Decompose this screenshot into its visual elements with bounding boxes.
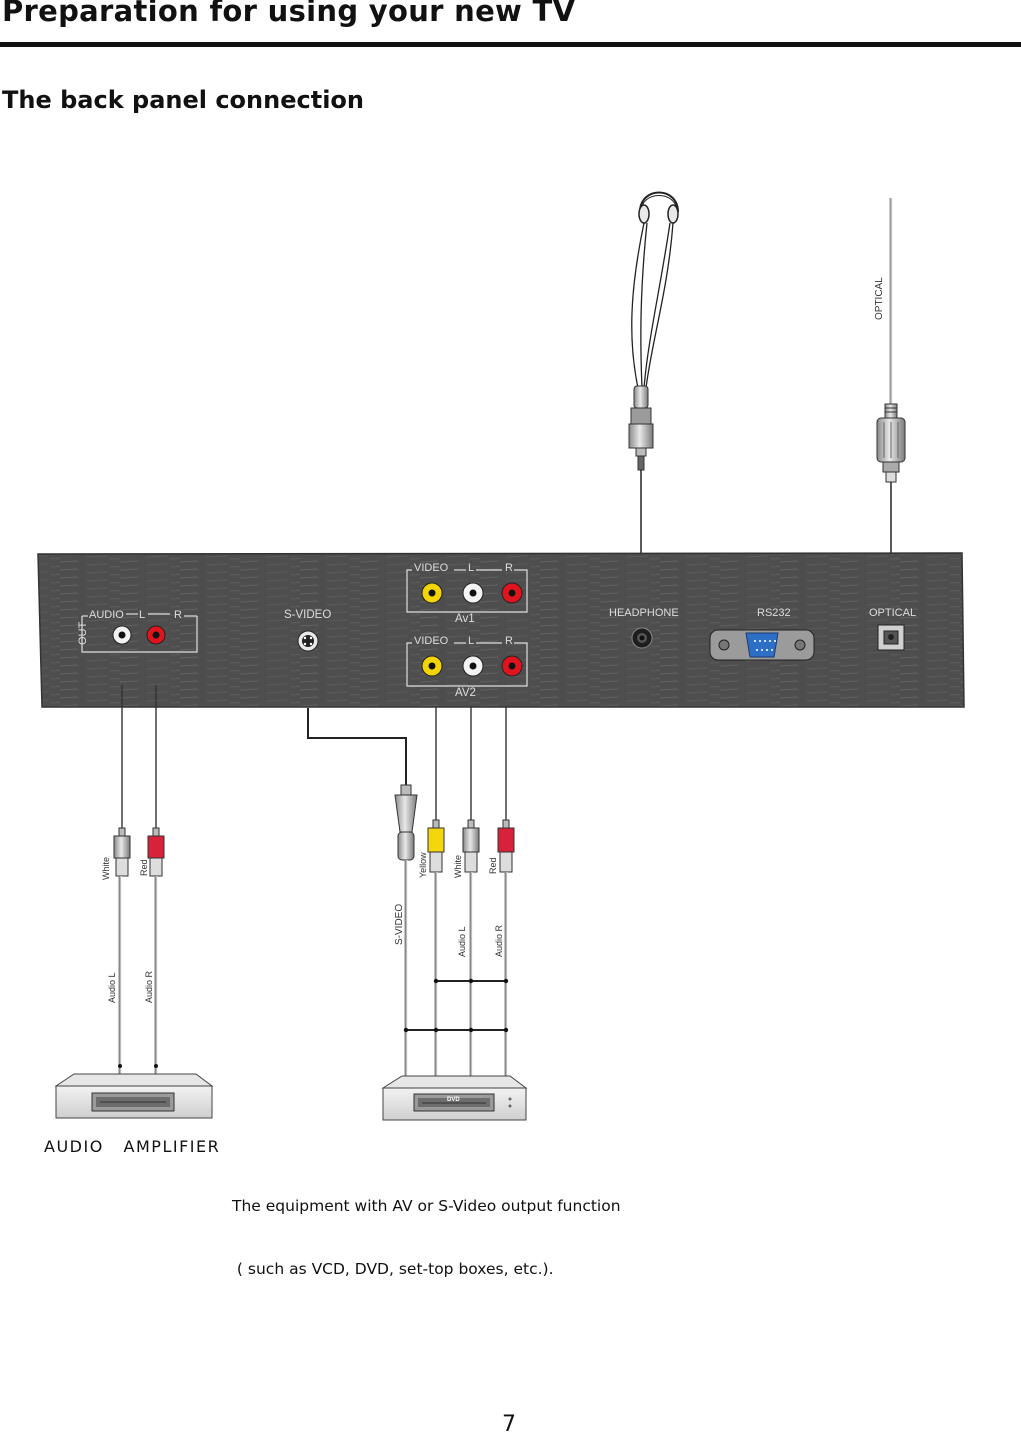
dvd-svideo-label: S-VIDEO — [394, 904, 405, 945]
svideo-jack[interactable] — [297, 630, 319, 652]
av2-l-jack[interactable] — [462, 655, 484, 677]
av1-group: VIDEO L R Av1 — [406, 562, 528, 625]
amp-audio-l-label: Audio L — [107, 972, 117, 1003]
dvd-cables — [307, 707, 515, 1076]
optical-jack[interactable] — [877, 624, 905, 651]
audio-out-out-label: OUT — [77, 622, 89, 646]
section-title: The back panel connection — [2, 86, 364, 114]
av1-l-label: L — [468, 562, 474, 574]
av2-video-label: VIDEO — [414, 635, 449, 647]
equipment-caption-line2: ( such as VCD, DVD, set-top boxes, etc.)… — [232, 1260, 554, 1278]
audio-out-label: AUDIO — [89, 609, 124, 621]
audio-out-r-jack[interactable] — [146, 625, 166, 645]
av2-l-label: L — [468, 635, 474, 647]
page-header-title: Preparation for using your new TV — [2, 0, 576, 28]
av2-video-jack[interactable] — [421, 655, 443, 677]
dvd-audio-r-label: Audio R — [494, 924, 504, 957]
amp-audio-r-label: Audio R — [144, 970, 154, 1003]
av2-r-label: R — [505, 635, 513, 647]
equipment-caption: The equipment with AV or S-Video output … — [232, 1154, 621, 1301]
headphone-plug — [628, 385, 654, 471]
rs232-port-label: RS232 — [757, 607, 791, 619]
audio-out-r-label: R — [174, 609, 182, 621]
headphone-port: HEADPHONE — [609, 607, 679, 649]
optical-cable-label: OPTICAL — [874, 277, 885, 320]
dvd-logo: DVD — [447, 1097, 460, 1103]
dvd-audio-l-label: Audio L — [457, 926, 467, 957]
optical-cable — [876, 198, 906, 553]
av1-video-jack[interactable] — [421, 582, 443, 604]
svideo-port: S-VIDEO — [284, 609, 331, 652]
dvd-player: DVD — [381, 1075, 528, 1121]
headphone-port-label: HEADPHONE — [609, 607, 679, 619]
av1-video-label: VIDEO — [414, 562, 449, 574]
headphones — [631, 191, 679, 389]
amp-white-label: White — [101, 857, 111, 880]
page-number: 7 — [502, 1412, 516, 1437]
av2-name-label: AV2 — [455, 687, 476, 699]
audio-out-l-jack[interactable] — [112, 625, 132, 645]
equipment-caption-line1: The equipment with AV or S-Video output … — [232, 1197, 621, 1215]
header-rule — [0, 42, 1021, 47]
amp-red-label: Red — [139, 859, 149, 876]
audio-amplifier — [54, 1073, 214, 1119]
rs232-connector[interactable] — [709, 629, 815, 661]
av1-name-label: Av1 — [455, 613, 475, 625]
av1-r-jack[interactable] — [501, 582, 523, 604]
audio-out-group: AUDIO L R OUT — [77, 609, 198, 653]
audio-out-l-label: L — [139, 609, 145, 621]
dvd-red-label: Red — [488, 857, 498, 874]
rs232-port: RS232 — [709, 607, 815, 661]
dvd-yellow-label: Yellow — [418, 852, 428, 878]
av1-r-label: R — [505, 562, 513, 574]
optical-port-label: OPTICAL — [869, 607, 916, 619]
amplifier-cables — [113, 685, 165, 1076]
dvd-white-label: White — [453, 855, 463, 878]
optical-port: OPTICAL — [869, 607, 916, 651]
av1-l-jack[interactable] — [462, 582, 484, 604]
headphone-jack[interactable] — [631, 627, 653, 649]
tv-back-panel — [37, 552, 965, 708]
amplifier-caption: AUDIO AMPLIFIER — [44, 1137, 221, 1156]
av2-r-jack[interactable] — [501, 655, 523, 677]
av2-group: VIDEO L R AV2 — [406, 635, 528, 699]
svideo-port-label: S-VIDEO — [284, 609, 331, 621]
